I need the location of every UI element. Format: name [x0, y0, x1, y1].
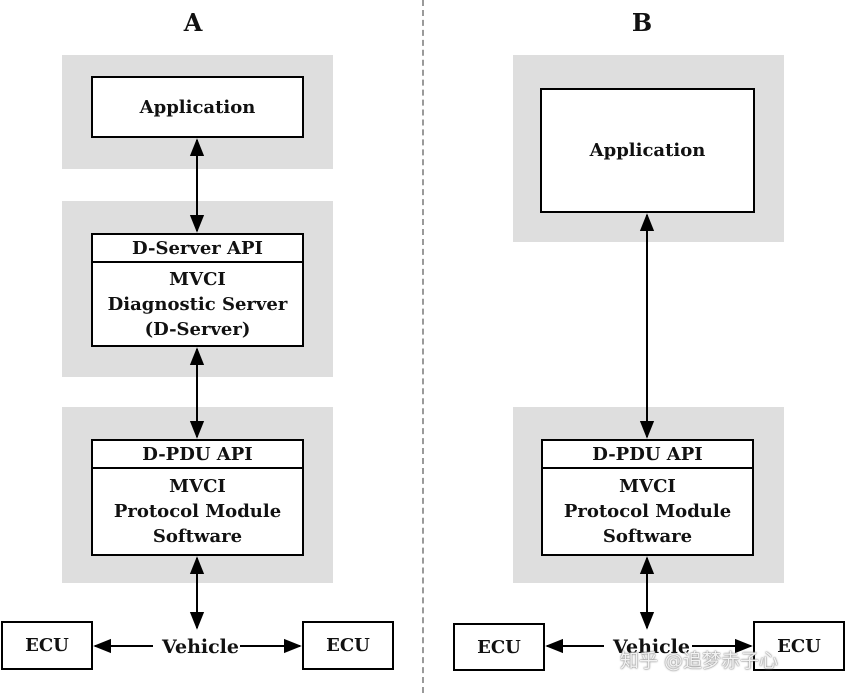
- panel-a-ecu-left: ECU: [1, 621, 93, 670]
- panel-b-d-pdu-api-label: D-PDU API: [592, 443, 703, 465]
- panel-b-ecu-left-label: ECU: [477, 636, 521, 658]
- panel-a-d-server-line-3: (D-Server): [144, 318, 251, 340]
- panel-b-d-pdu-body: MVCI Protocol Module Software: [543, 469, 752, 554]
- panel-a-d-server-box: D-Server API MVCI Diagnostic Server (D-S…: [91, 233, 304, 347]
- panel-b-ecu-left: ECU: [453, 623, 545, 671]
- panel-a-d-server-line-2: Diagnostic Server: [107, 293, 288, 315]
- panel-a-d-server-api-header: D-Server API: [93, 235, 302, 263]
- panel-a-vehicle-label: Vehicle: [158, 636, 243, 658]
- panel-b-d-pdu-line-2: Protocol Module: [563, 501, 732, 522]
- panel-a-d-pdu-body: MVCI Protocol Module Software: [93, 469, 302, 554]
- panel-b-d-pdu-box: D-PDU API MVCI Protocol Module Software: [541, 439, 754, 556]
- panel-divider: [422, 0, 424, 693]
- panel-b-d-pdu-api-header: D-PDU API: [543, 441, 752, 469]
- panel-a-d-server-line-1: MVCI: [169, 268, 226, 290]
- panel-a-application-label: Application: [139, 96, 256, 118]
- panel-a-ecu-right-label: ECU: [326, 635, 370, 656]
- panel-a-d-pdu-line-2: Protocol Module: [113, 501, 282, 522]
- panel-a-application-box: Application: [91, 76, 304, 138]
- panel-a-ecu-left-label: ECU: [25, 635, 69, 656]
- panel-b-d-pdu-line-3: Software: [602, 526, 693, 547]
- panel-b-vehicle-label: Vehicle: [609, 636, 694, 658]
- panel-a-d-pdu-box: D-PDU API MVCI Protocol Module Software: [91, 439, 304, 556]
- panel-b-ecu-right-label: ECU: [777, 635, 821, 657]
- panel-b-title: B: [631, 8, 653, 37]
- watermark: 知乎 @追梦赤子心: [620, 650, 779, 672]
- panel-a-ecu-right: ECU: [302, 621, 394, 670]
- panel-b-d-pdu-line-1: MVCI: [619, 476, 676, 497]
- panel-a-d-server-body: MVCI Diagnostic Server (D-Server): [93, 263, 302, 345]
- panel-a-d-pdu-api-label: D-PDU API: [142, 443, 253, 465]
- panel-a-d-server-api-label: D-Server API: [132, 237, 263, 259]
- panel-b-application-box: Application: [540, 88, 755, 213]
- panel-b-ecu-right: ECU: [753, 621, 845, 671]
- panel-a-title: A: [183, 8, 203, 37]
- panel-b-application-label: Application: [589, 140, 706, 161]
- panel-a-d-pdu-line-3: Software: [152, 526, 243, 547]
- panel-a-d-pdu-api-header: D-PDU API: [93, 441, 302, 469]
- panel-a-d-pdu-line-1: MVCI: [169, 476, 226, 497]
